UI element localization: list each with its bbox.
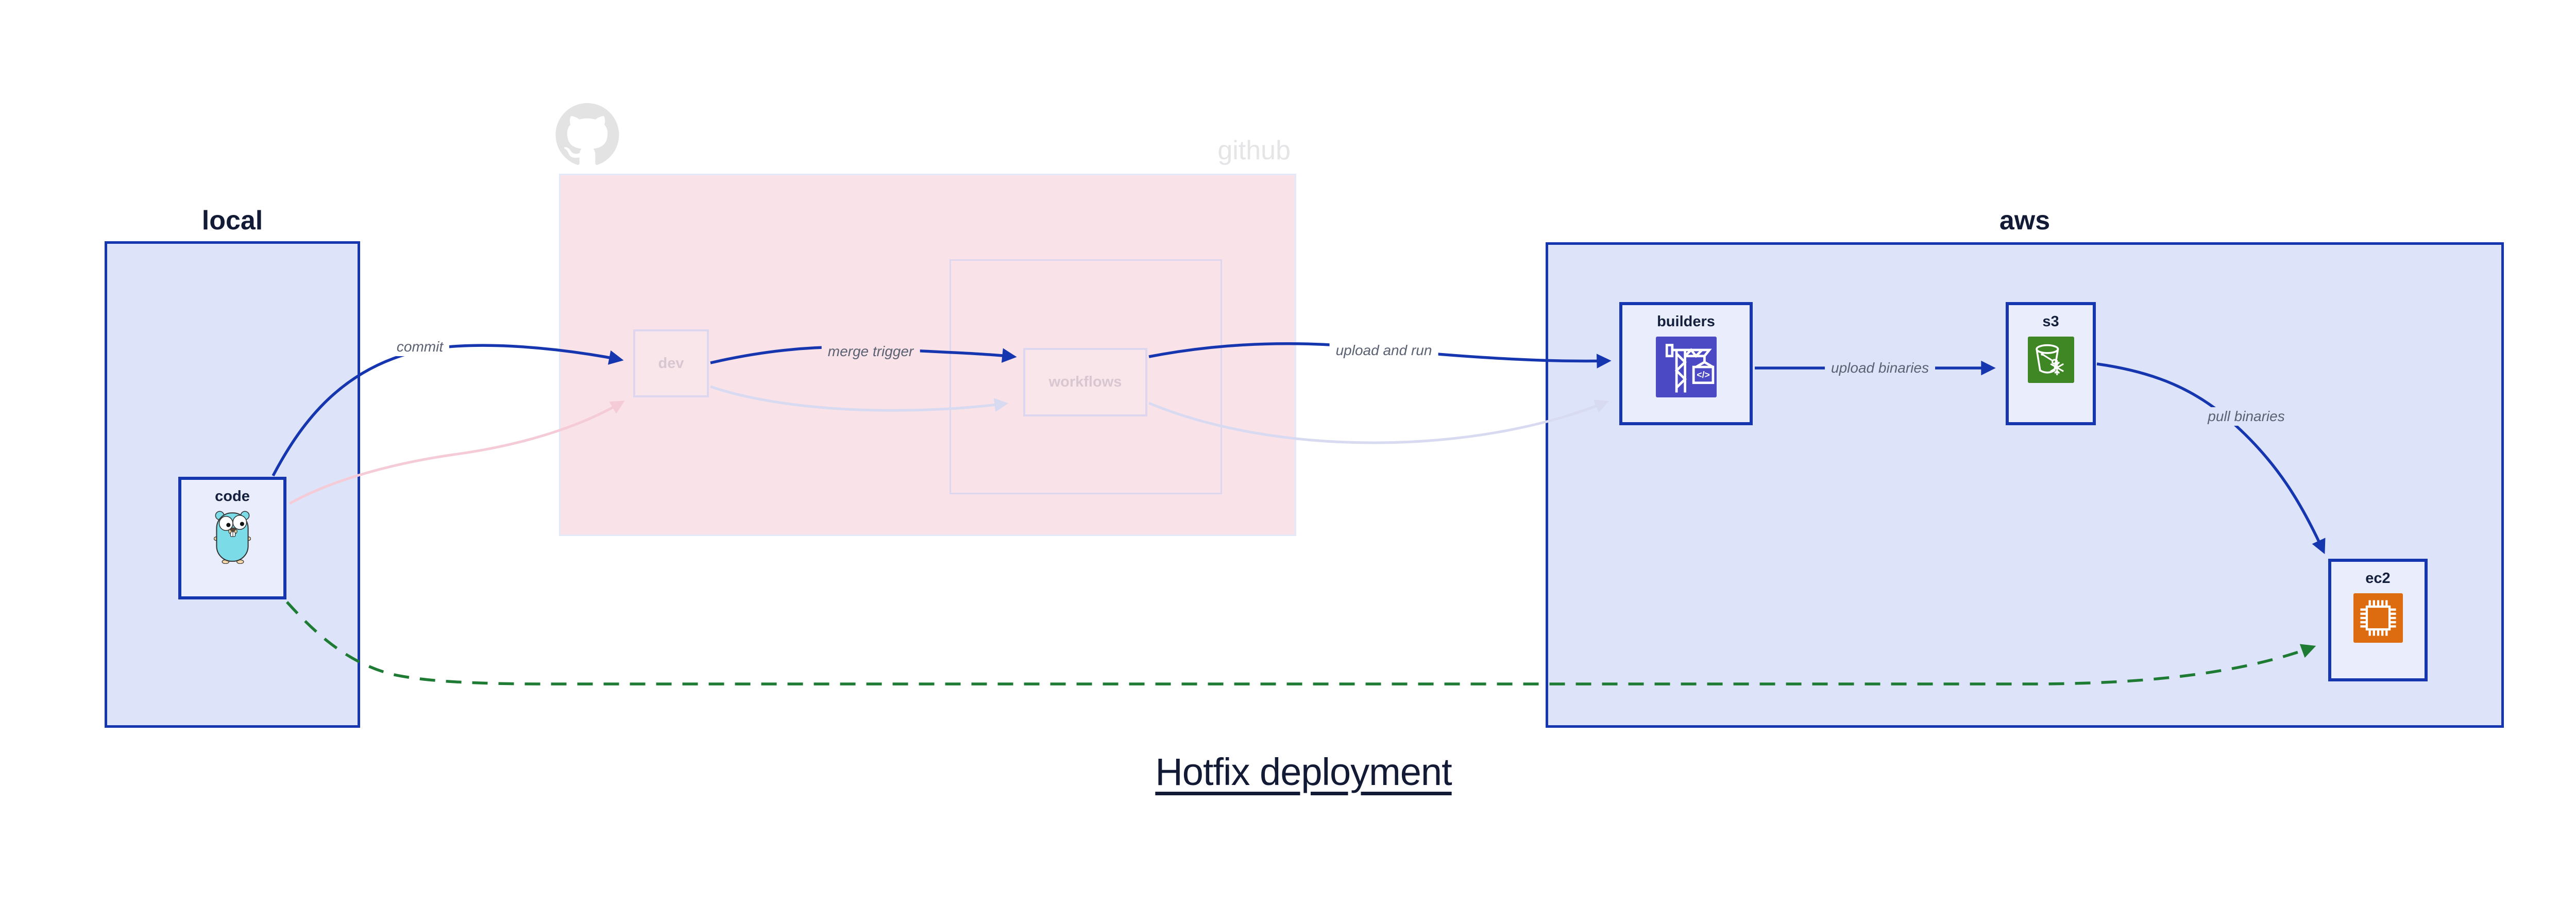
node-builders: builders </> bbox=[1619, 302, 1753, 425]
local-group-label: local bbox=[201, 206, 263, 236]
edge-label-merge-trigger: merge trigger bbox=[821, 342, 920, 361]
edge-label-commit: commit bbox=[390, 338, 450, 356]
svg-text:</>: </> bbox=[1697, 370, 1710, 380]
edge-hotfix-dashed bbox=[285, 601, 2316, 686]
ec2-chip-icon bbox=[2353, 593, 2403, 643]
diagram-title: Hotfix deployment bbox=[1155, 750, 1452, 793]
aws-group-label: aws bbox=[1999, 206, 2050, 236]
node-dev-label: dev bbox=[658, 355, 684, 372]
node-code-label: code bbox=[215, 488, 250, 505]
node-dev: dev bbox=[633, 329, 709, 397]
node-ec2: ec2 bbox=[2328, 559, 2428, 681]
edge-label-pull-binaries: pull binaries bbox=[2201, 407, 2291, 426]
github-group-label: github bbox=[1217, 136, 1291, 165]
node-s3: s3 bbox=[2006, 302, 2096, 425]
node-builders-label: builders bbox=[1657, 313, 1715, 330]
edge-workflows-to-builders-faded bbox=[1148, 399, 1609, 444]
s3-bucket-snowflake-icon bbox=[2027, 337, 2074, 383]
edge-pull-binaries bbox=[2096, 362, 2326, 555]
node-code: code bbox=[178, 477, 286, 599]
node-workflows: workflows bbox=[1023, 348, 1147, 416]
edge-code-to-dev-faded bbox=[289, 400, 625, 505]
node-s3-label: s3 bbox=[2042, 313, 2059, 330]
github-octocat-icon bbox=[555, 103, 619, 165]
edge-label-upload-binaries: upload binaries bbox=[1825, 359, 1935, 377]
codebuild-crane-icon: </> bbox=[1655, 337, 1717, 397]
edge-dev-to-workflows-faded bbox=[710, 385, 1009, 412]
master-branch-box bbox=[950, 259, 1222, 494]
go-gopher-icon bbox=[214, 511, 251, 564]
node-workflows-label: workflows bbox=[1048, 374, 1122, 390]
node-ec2-label: ec2 bbox=[2365, 570, 2391, 587]
edge-label-upload-and-run: upload and run bbox=[1329, 341, 1438, 360]
